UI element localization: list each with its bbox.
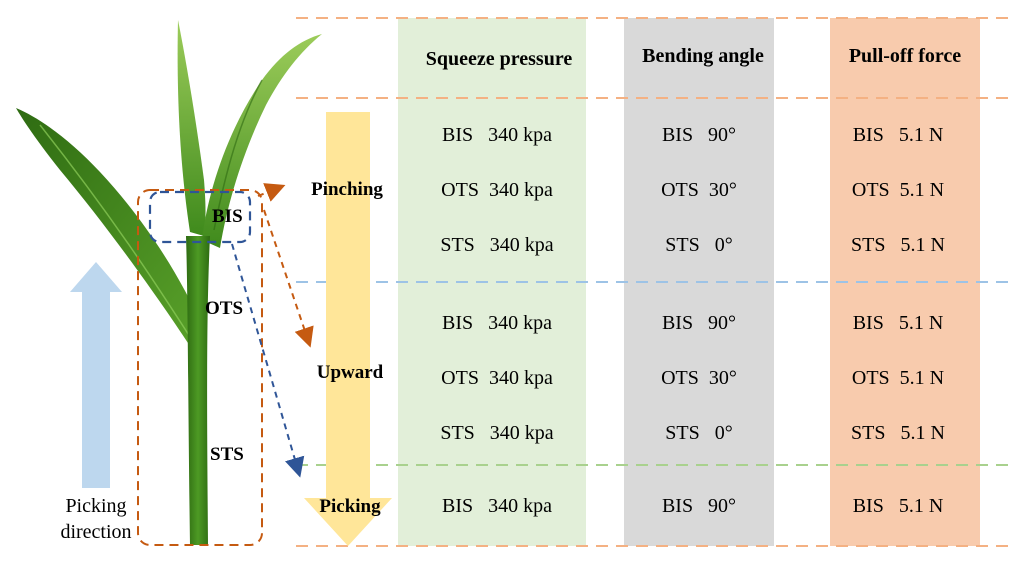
cell-bending-3: STS 0° (665, 234, 732, 256)
stage-label-upward: Upward (317, 362, 384, 383)
cell-pull-6: STS 5.1 N (851, 422, 945, 444)
cell-squeeze-1: BIS 340 kpa (442, 124, 552, 146)
bis-dashed-box (148, 190, 252, 244)
squeeze-column-bg (398, 18, 586, 546)
pull-off-force-header: Pull-off force (849, 45, 961, 67)
cell-bending-1: BIS 90° (662, 124, 736, 146)
cell-squeeze-6: STS 340 kpa (440, 422, 553, 444)
cell-squeeze-5: OTS 340 kpa (441, 367, 553, 389)
corn-seedling-illustration (16, 20, 322, 545)
cell-squeeze-4: BIS 340 kpa (442, 312, 552, 334)
cell-bending-2: OTS 30° (661, 179, 737, 201)
cell-pull-5: OTS 5.1 N (852, 367, 944, 389)
cell-pull-3: STS 5.1 N (851, 234, 945, 256)
left-leaf (16, 108, 204, 352)
pinching-connector-arrow (257, 183, 286, 202)
bending-angle-header: Bending angle (642, 45, 764, 67)
cell-bending-4: BIS 90° (662, 312, 736, 334)
cell-bending-7: BIS 90° (662, 495, 736, 517)
stage-label-pinching: Pinching (311, 179, 383, 200)
cell-pull-7: BIS 5.1 N (853, 495, 944, 517)
whole-plant-dashed-box (137, 189, 263, 546)
cell-squeeze-7: BIS 340 kpa (442, 495, 552, 517)
cell-squeeze-3: STS 340 kpa (440, 234, 553, 256)
plant-label-bis: BIS (212, 206, 243, 227)
squeeze-pressure-header: Squeeze pressure (426, 48, 573, 70)
cell-bending-6: STS 0° (665, 422, 732, 444)
stem (186, 236, 210, 545)
picking-direction-arrow (70, 262, 122, 488)
center-leaf (177, 20, 206, 236)
process-down-arrow (304, 112, 392, 546)
cell-pull-1: BIS 5.1 N (853, 124, 944, 146)
cell-squeeze-2: OTS 340 kpa (441, 179, 553, 201)
picking-direction-label-line1: Picking (65, 495, 126, 517)
cell-pull-4: BIS 5.1 N (853, 312, 944, 334)
stage-label-picking: Picking (319, 496, 381, 517)
cell-pull-2: OTS 5.1 N (852, 179, 944, 201)
picking-direction-label-line2: direction (60, 521, 131, 543)
plant-label-sts: STS (210, 444, 244, 465)
upward-connector-arrow (263, 209, 314, 348)
cell-bending-5: OTS 30° (661, 367, 737, 389)
picking-connector-arrow (231, 243, 305, 478)
plant-label-ots: OTS (205, 298, 243, 319)
